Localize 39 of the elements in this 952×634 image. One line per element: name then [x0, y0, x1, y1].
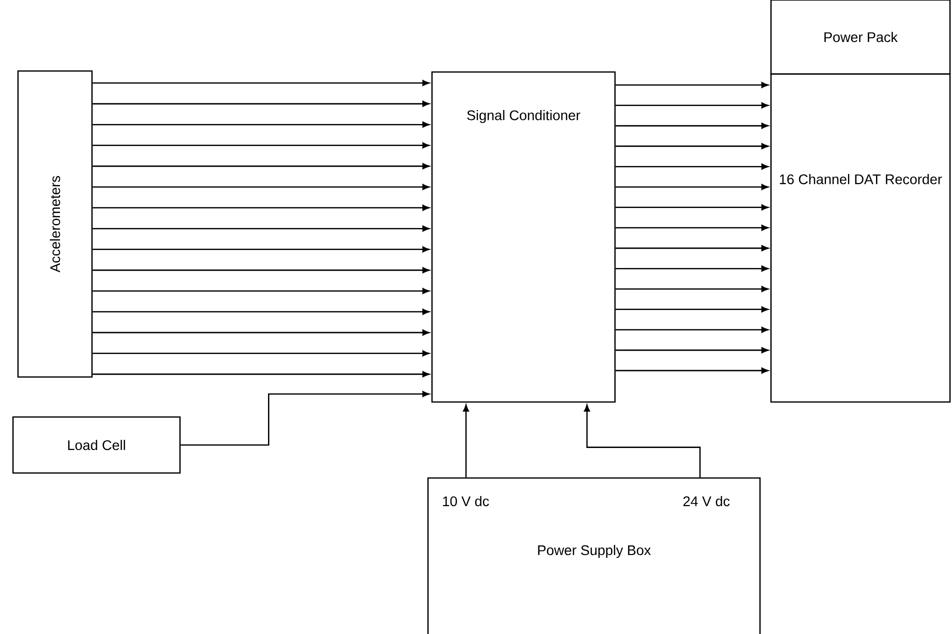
arrow	[584, 404, 701, 478]
arrow	[92, 100, 430, 107]
device-box: 10 V dc 24 V dc Power Supply Box	[427, 477, 761, 634]
device-box: Load Cell	[12, 416, 181, 474]
arrow	[92, 80, 430, 86]
arrow	[92, 204, 430, 211]
arrow	[463, 404, 469, 478]
arrow	[92, 163, 430, 170]
arrow	[92, 267, 430, 274]
arrow	[616, 164, 768, 170]
arrow	[92, 308, 430, 315]
process-box: Signal Conditioner	[431, 71, 616, 403]
arrow	[92, 246, 430, 252]
arrow	[616, 102, 768, 108]
arrow	[616, 286, 768, 292]
arrow	[616, 368, 768, 374]
device-box: Accelerometers	[17, 70, 93, 378]
arrow	[616, 224, 768, 231]
arrow	[616, 204, 768, 210]
arrow	[616, 245, 768, 252]
arrow	[616, 184, 768, 190]
arrow	[616, 143, 768, 150]
arrow	[616, 266, 768, 272]
device-box: Power Pack	[770, 0, 951, 75]
arrow	[180, 391, 430, 446]
arrow	[616, 122, 768, 129]
arrow	[616, 347, 768, 354]
device-box: 16 Channel DAT Recorder	[770, 73, 951, 403]
arrow	[92, 350, 430, 356]
arrow	[92, 330, 430, 336]
arrow	[616, 306, 768, 312]
arrow	[92, 226, 430, 232]
arrow	[616, 326, 768, 333]
arrow	[92, 371, 430, 378]
arrow	[92, 184, 430, 190]
arrow	[616, 82, 768, 88]
arrow	[92, 142, 430, 148]
arrow	[92, 122, 430, 128]
arrow	[92, 288, 430, 294]
